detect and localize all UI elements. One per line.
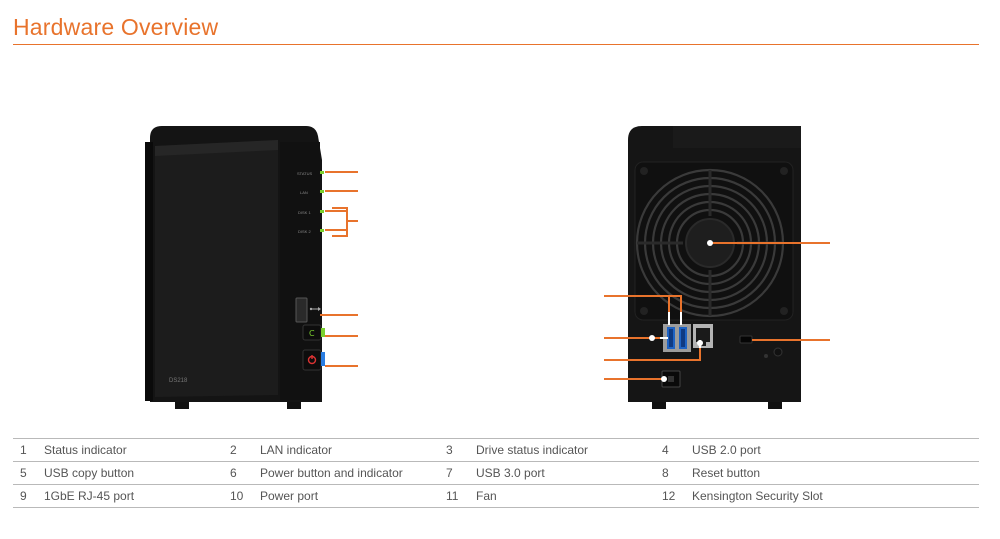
- legend-row: 9 1GbE RJ-45 port 10 Power port 11 Fan 1…: [13, 484, 979, 508]
- legend-num: 8: [662, 461, 692, 485]
- hardware-figure: STATUS LAN DISK 1 DISK 2 C DS218: [145, 126, 830, 409]
- legend-num: 11: [446, 484, 476, 508]
- usb-icon: [309, 307, 321, 311]
- status-led: [320, 171, 324, 174]
- title-divider: [13, 44, 979, 45]
- back-callouts: [604, 242, 830, 380]
- front-callouts: [320, 171, 358, 367]
- legend-num: 6: [230, 461, 260, 485]
- led-label-status: STATUS: [297, 171, 313, 176]
- copy-icon: C: [309, 329, 315, 338]
- led-label-disk2: DISK 2: [298, 229, 311, 234]
- model-label: DS218: [169, 378, 188, 384]
- legend-num: 12: [662, 484, 692, 508]
- legend-label: Power port: [260, 484, 446, 508]
- legend-num: 4: [662, 438, 692, 462]
- legend-num: 9: [13, 484, 44, 508]
- disk2-led: [320, 229, 324, 232]
- legend-row: 1 Status indicator 2 LAN indicator 3 Dri…: [13, 438, 979, 462]
- legend-label: 1GbE RJ-45 port: [44, 484, 230, 508]
- legend-num: 5: [13, 461, 44, 485]
- legend-row: 5 USB copy button 6 Power button and ind…: [13, 461, 979, 485]
- back-view: [604, 126, 830, 409]
- front-view: STATUS LAN DISK 1 DISK 2 C DS218: [145, 126, 358, 409]
- disk1-led: [320, 210, 324, 213]
- led-label-lan: LAN: [300, 190, 308, 195]
- legend-num: 7: [446, 461, 476, 485]
- legend-label: Reset button: [692, 461, 979, 485]
- legend-label: Kensington Security Slot: [692, 484, 979, 508]
- legend-num: 3: [446, 438, 476, 462]
- legend-label: Fan: [476, 484, 662, 508]
- legend-label: USB 3.0 port: [476, 461, 662, 485]
- legend-label: LAN indicator: [260, 438, 446, 462]
- front-cover: [155, 140, 278, 397]
- legend-label: USB 2.0 port: [692, 438, 979, 462]
- legend-label: Drive status indicator: [476, 438, 662, 462]
- kensington-slot: [739, 335, 753, 344]
- legend-num: 2: [230, 438, 260, 462]
- legend-num: 10: [230, 484, 260, 508]
- legend-label: USB copy button: [44, 461, 230, 485]
- legend-label: Status indicator: [44, 438, 230, 462]
- usb2-port: [295, 297, 308, 323]
- reset-button: [764, 354, 768, 358]
- legend-num: 1: [13, 438, 44, 462]
- power-button: [302, 349, 322, 371]
- led-label-disk1: DISK 1: [298, 210, 311, 215]
- lan-led: [320, 190, 324, 193]
- legend-label: Power button and indicator: [260, 461, 446, 485]
- page-title: Hardware Overview: [13, 14, 219, 40]
- legend-table: 1 Status indicator 2 LAN indicator 3 Dri…: [13, 438, 979, 508]
